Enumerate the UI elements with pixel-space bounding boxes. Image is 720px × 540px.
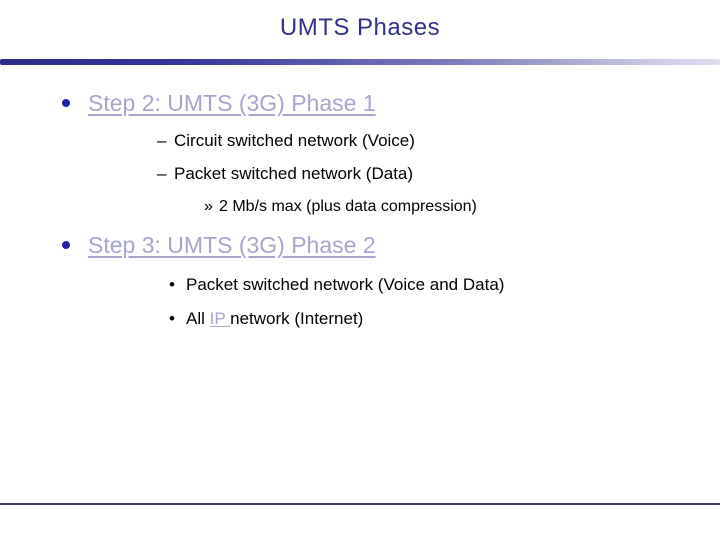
list-item-text: Circuit switched network (Voice) <box>174 131 415 150</box>
section2-heading-row: Step 3: UMTS (3G) Phase 2 <box>62 230 376 260</box>
bullet-dot-icon <box>62 241 70 249</box>
section1-heading: Step 2: UMTS (3G) Phase 1 <box>88 90 376 116</box>
dash-bullet-icon: – <box>157 164 167 183</box>
section1-heading-row: Step 2: UMTS (3G) Phase 1 <box>62 88 376 118</box>
list-item-text-suffix: network (Internet) <box>230 309 364 328</box>
list-item-text-prefix: All <box>186 309 210 328</box>
dot-bullet-icon: • <box>169 309 175 328</box>
list-item: – Packet switched network (Data) <box>157 162 413 185</box>
list-item-text: 2 Mb/s max (plus data compression) <box>219 198 477 215</box>
slide-title: UMTS Phases <box>279 14 441 41</box>
list-item: – Circuit switched network (Voice) <box>157 129 415 152</box>
guillemet-bullet-icon: » <box>204 198 213 215</box>
bottom-divider-rule <box>0 503 720 505</box>
dot-bullet-icon: • <box>169 275 175 294</box>
list-item-text: Packet switched network (Voice and Data) <box>186 275 505 294</box>
dash-bullet-icon: – <box>157 131 167 150</box>
list-item-text: Packet switched network (Data) <box>174 164 414 183</box>
bullet-dot-icon <box>62 99 70 107</box>
ip-link[interactable]: IP <box>209 309 231 328</box>
list-item: » 2 Mb/s max (plus data compression) <box>204 196 477 218</box>
list-item: • All IP network (Internet) <box>169 307 363 330</box>
title-divider-rule <box>0 59 720 65</box>
list-item: • Packet switched network (Voice and Dat… <box>169 273 504 296</box>
section2-heading: Step 3: UMTS (3G) Phase 2 <box>88 232 376 258</box>
list-item-text: All IP network (Internet) <box>186 307 363 330</box>
